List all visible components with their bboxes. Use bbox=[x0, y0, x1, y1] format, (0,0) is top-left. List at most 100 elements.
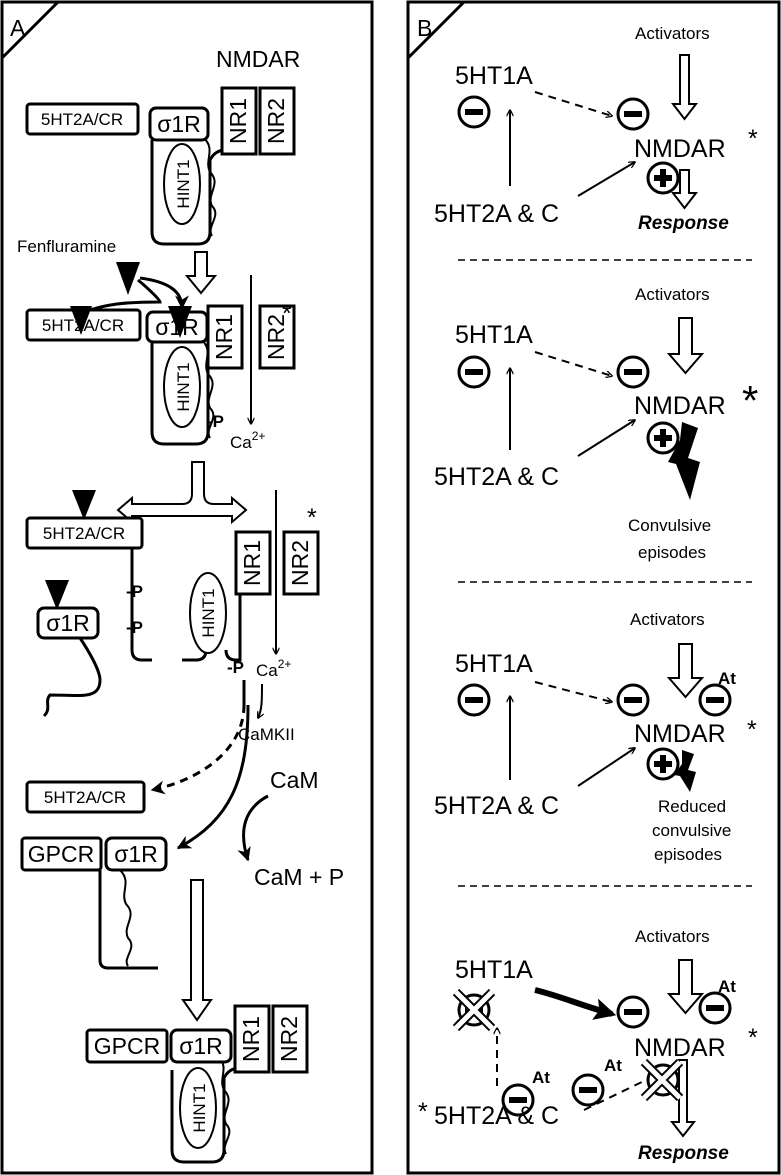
reduced-1: Reduced bbox=[658, 797, 726, 816]
minus-5ht1a-2 bbox=[457, 355, 491, 389]
hint1-label: HINT1 bbox=[174, 159, 193, 208]
activators-2: Activators bbox=[635, 285, 710, 304]
camkii-label: CaMKII bbox=[238, 725, 295, 744]
fenfluramine-triangle bbox=[116, 262, 140, 295]
phospho-label: -P bbox=[207, 412, 224, 431]
sigma1r-label-4: σ1R bbox=[114, 841, 158, 867]
cross-icon-nmdar bbox=[640, 1058, 684, 1102]
activators-1: Activators bbox=[635, 24, 710, 43]
minus-at-3 bbox=[698, 683, 732, 717]
at-label-4b: At bbox=[604, 1056, 622, 1075]
gpcr-label: GPCR bbox=[28, 841, 94, 867]
fenfluramine-bound-1 bbox=[70, 306, 92, 335]
nmdar-active-asterisk-2: * bbox=[307, 504, 317, 532]
receptor-5ht1a-3: 5HT1A bbox=[455, 650, 533, 678]
hint1-ellipse-3 bbox=[189, 572, 227, 654]
reduced-2: convulsive bbox=[652, 821, 731, 840]
hint1-label-5: HINT1 bbox=[190, 1083, 209, 1132]
calcium-label: Ca2+ bbox=[230, 429, 265, 452]
reduced-3: episodes bbox=[654, 845, 722, 864]
cam-label: CaM bbox=[270, 767, 319, 793]
hint1-ellipse bbox=[163, 143, 201, 225]
activators-3: Activators bbox=[630, 610, 705, 629]
minus-5ht1a-4 bbox=[457, 993, 491, 1027]
nr1-label: NR1 bbox=[225, 98, 251, 144]
minus-5ht1a-1 bbox=[457, 95, 491, 129]
nmdar-asterisk-1: * bbox=[748, 125, 758, 153]
receptor-5ht1a-1: 5HT1A bbox=[455, 62, 533, 90]
nmdar-asterisk-4: * bbox=[748, 1024, 758, 1052]
scenario-1: Activators 5HT1A NMDAR * 5HT2A & C Respo… bbox=[434, 24, 758, 234]
hint1-label-3: HINT1 bbox=[199, 588, 218, 637]
fenfluramine-label: Fenfluramine bbox=[17, 237, 116, 256]
hollow-arrow-1 bbox=[184, 251, 218, 295]
nr2-label-5: NR2 bbox=[276, 1016, 302, 1062]
nmdar-4: NMDAR bbox=[634, 1034, 726, 1062]
plus-nmdar-3 bbox=[646, 747, 680, 781]
receptor-5ht2ac-4-asterisk: * bbox=[418, 1098, 428, 1126]
nmdar-active-asterisk: * bbox=[282, 300, 292, 328]
panel-b-letter: B bbox=[417, 15, 432, 41]
nmdar-title: NMDAR bbox=[216, 46, 300, 72]
gpcr-label-2: GPCR bbox=[94, 1033, 160, 1059]
minus-at-4b bbox=[571, 1073, 605, 1107]
activators-4: Activators bbox=[635, 927, 710, 946]
receptor-5ht1a-2: 5HT1A bbox=[455, 321, 533, 349]
hint1-ellipse-2 bbox=[163, 346, 201, 428]
complex-stage-1: HINT1 5HT2A/CR σ1R NR1 NR2 bbox=[25, 86, 296, 246]
nmdar-asterisk-2: * bbox=[742, 377, 758, 424]
receptor-5ht2a-cr-4: 5HT2A/CR bbox=[44, 788, 126, 807]
receptor-5ht1a-4: 5HT1A bbox=[455, 956, 533, 984]
minus-nmdar-1 bbox=[616, 97, 650, 131]
minus-nmdar-2 bbox=[616, 355, 650, 389]
cam-p-label: CaM + P bbox=[254, 864, 344, 890]
lightning-bolt-3 bbox=[674, 750, 696, 792]
minus-nmdar-4 bbox=[616, 995, 650, 1029]
fenfluramine-bound-4 bbox=[45, 580, 69, 610]
phospho-label-3b: -P bbox=[126, 618, 143, 637]
at-label-3: At bbox=[718, 669, 736, 688]
minus-at-4c bbox=[501, 1083, 535, 1117]
fenfluramine-bound-3 bbox=[72, 490, 96, 520]
panel-a-letter: A bbox=[10, 15, 26, 41]
plus-nmdar-1 bbox=[646, 161, 680, 195]
split-arrow bbox=[116, 461, 248, 525]
nr2-label: NR2 bbox=[263, 98, 289, 144]
calcium-label-2: Ca2+ bbox=[256, 657, 291, 680]
receptor-5ht2ac-3: 5HT2A & C bbox=[434, 792, 559, 820]
nr1-label-5: NR1 bbox=[238, 1016, 264, 1062]
receptor-5ht2ac-4: 5HT2A & C bbox=[434, 1102, 559, 1130]
nmdar-1: NMDAR bbox=[634, 135, 726, 163]
cross-icon-5ht1a bbox=[452, 988, 496, 1032]
hollow-arrow-long bbox=[181, 879, 213, 1022]
panel-b: B Activators 5HT1A NMDAR * 5HT2A & C Res… bbox=[406, 0, 781, 1175]
complex-stage-4: GPCR σ1R bbox=[20, 836, 168, 970]
phospho-label-3a: -P bbox=[126, 582, 143, 601]
nr1-label-3: NR1 bbox=[239, 540, 265, 586]
complex-stage-2: HINT1 -P 5HT2A/CR σ1R NR1 NR2 * Ca2+ bbox=[25, 275, 296, 452]
convulsive-1: Convulsive bbox=[628, 516, 711, 535]
nr2-label-3: NR2 bbox=[287, 540, 313, 586]
convulsive-2: episodes bbox=[638, 543, 706, 562]
sigma1r-label-5: σ1R bbox=[179, 1033, 223, 1059]
scenario-3: Activators 5HT1A At NMDAR * 5HT2A & C Re… bbox=[434, 610, 757, 864]
minus-5ht1a-3 bbox=[457, 683, 491, 717]
scenario-2: Activators 5HT1A NMDAR * 5HT2A & C Convu… bbox=[434, 285, 758, 562]
minus-nmdar-3 bbox=[616, 683, 650, 717]
complex-stage-5: HINT1 GPCR σ1R NR1 NR2 bbox=[85, 1004, 309, 1164]
fenfluramine-bound-2 bbox=[168, 306, 192, 338]
plus-nmdar-2 bbox=[646, 421, 680, 455]
at-label-4c: At bbox=[532, 1068, 550, 1087]
response-4: Response bbox=[638, 1143, 729, 1164]
response-1: Response bbox=[638, 213, 729, 234]
phospho-label-3c: -P bbox=[227, 658, 244, 677]
nmdar-3: NMDAR bbox=[634, 720, 726, 748]
receptor-5ht2ac-2: 5HT2A & C bbox=[434, 463, 559, 491]
nr1-label-2: NR1 bbox=[211, 314, 237, 360]
nmdar-asterisk-3: * bbox=[747, 716, 757, 744]
complex-stage-3: 5HT2A/CR -P -P σ1R HINT1 -P NR1 NR2 * Ca… bbox=[25, 490, 320, 744]
receptor-5ht2a-cr-3: 5HT2A/CR bbox=[43, 524, 125, 543]
receptor-5ht2ac-1: 5HT2A & C bbox=[434, 200, 559, 228]
sigma1r-label-3: σ1R bbox=[46, 610, 90, 636]
